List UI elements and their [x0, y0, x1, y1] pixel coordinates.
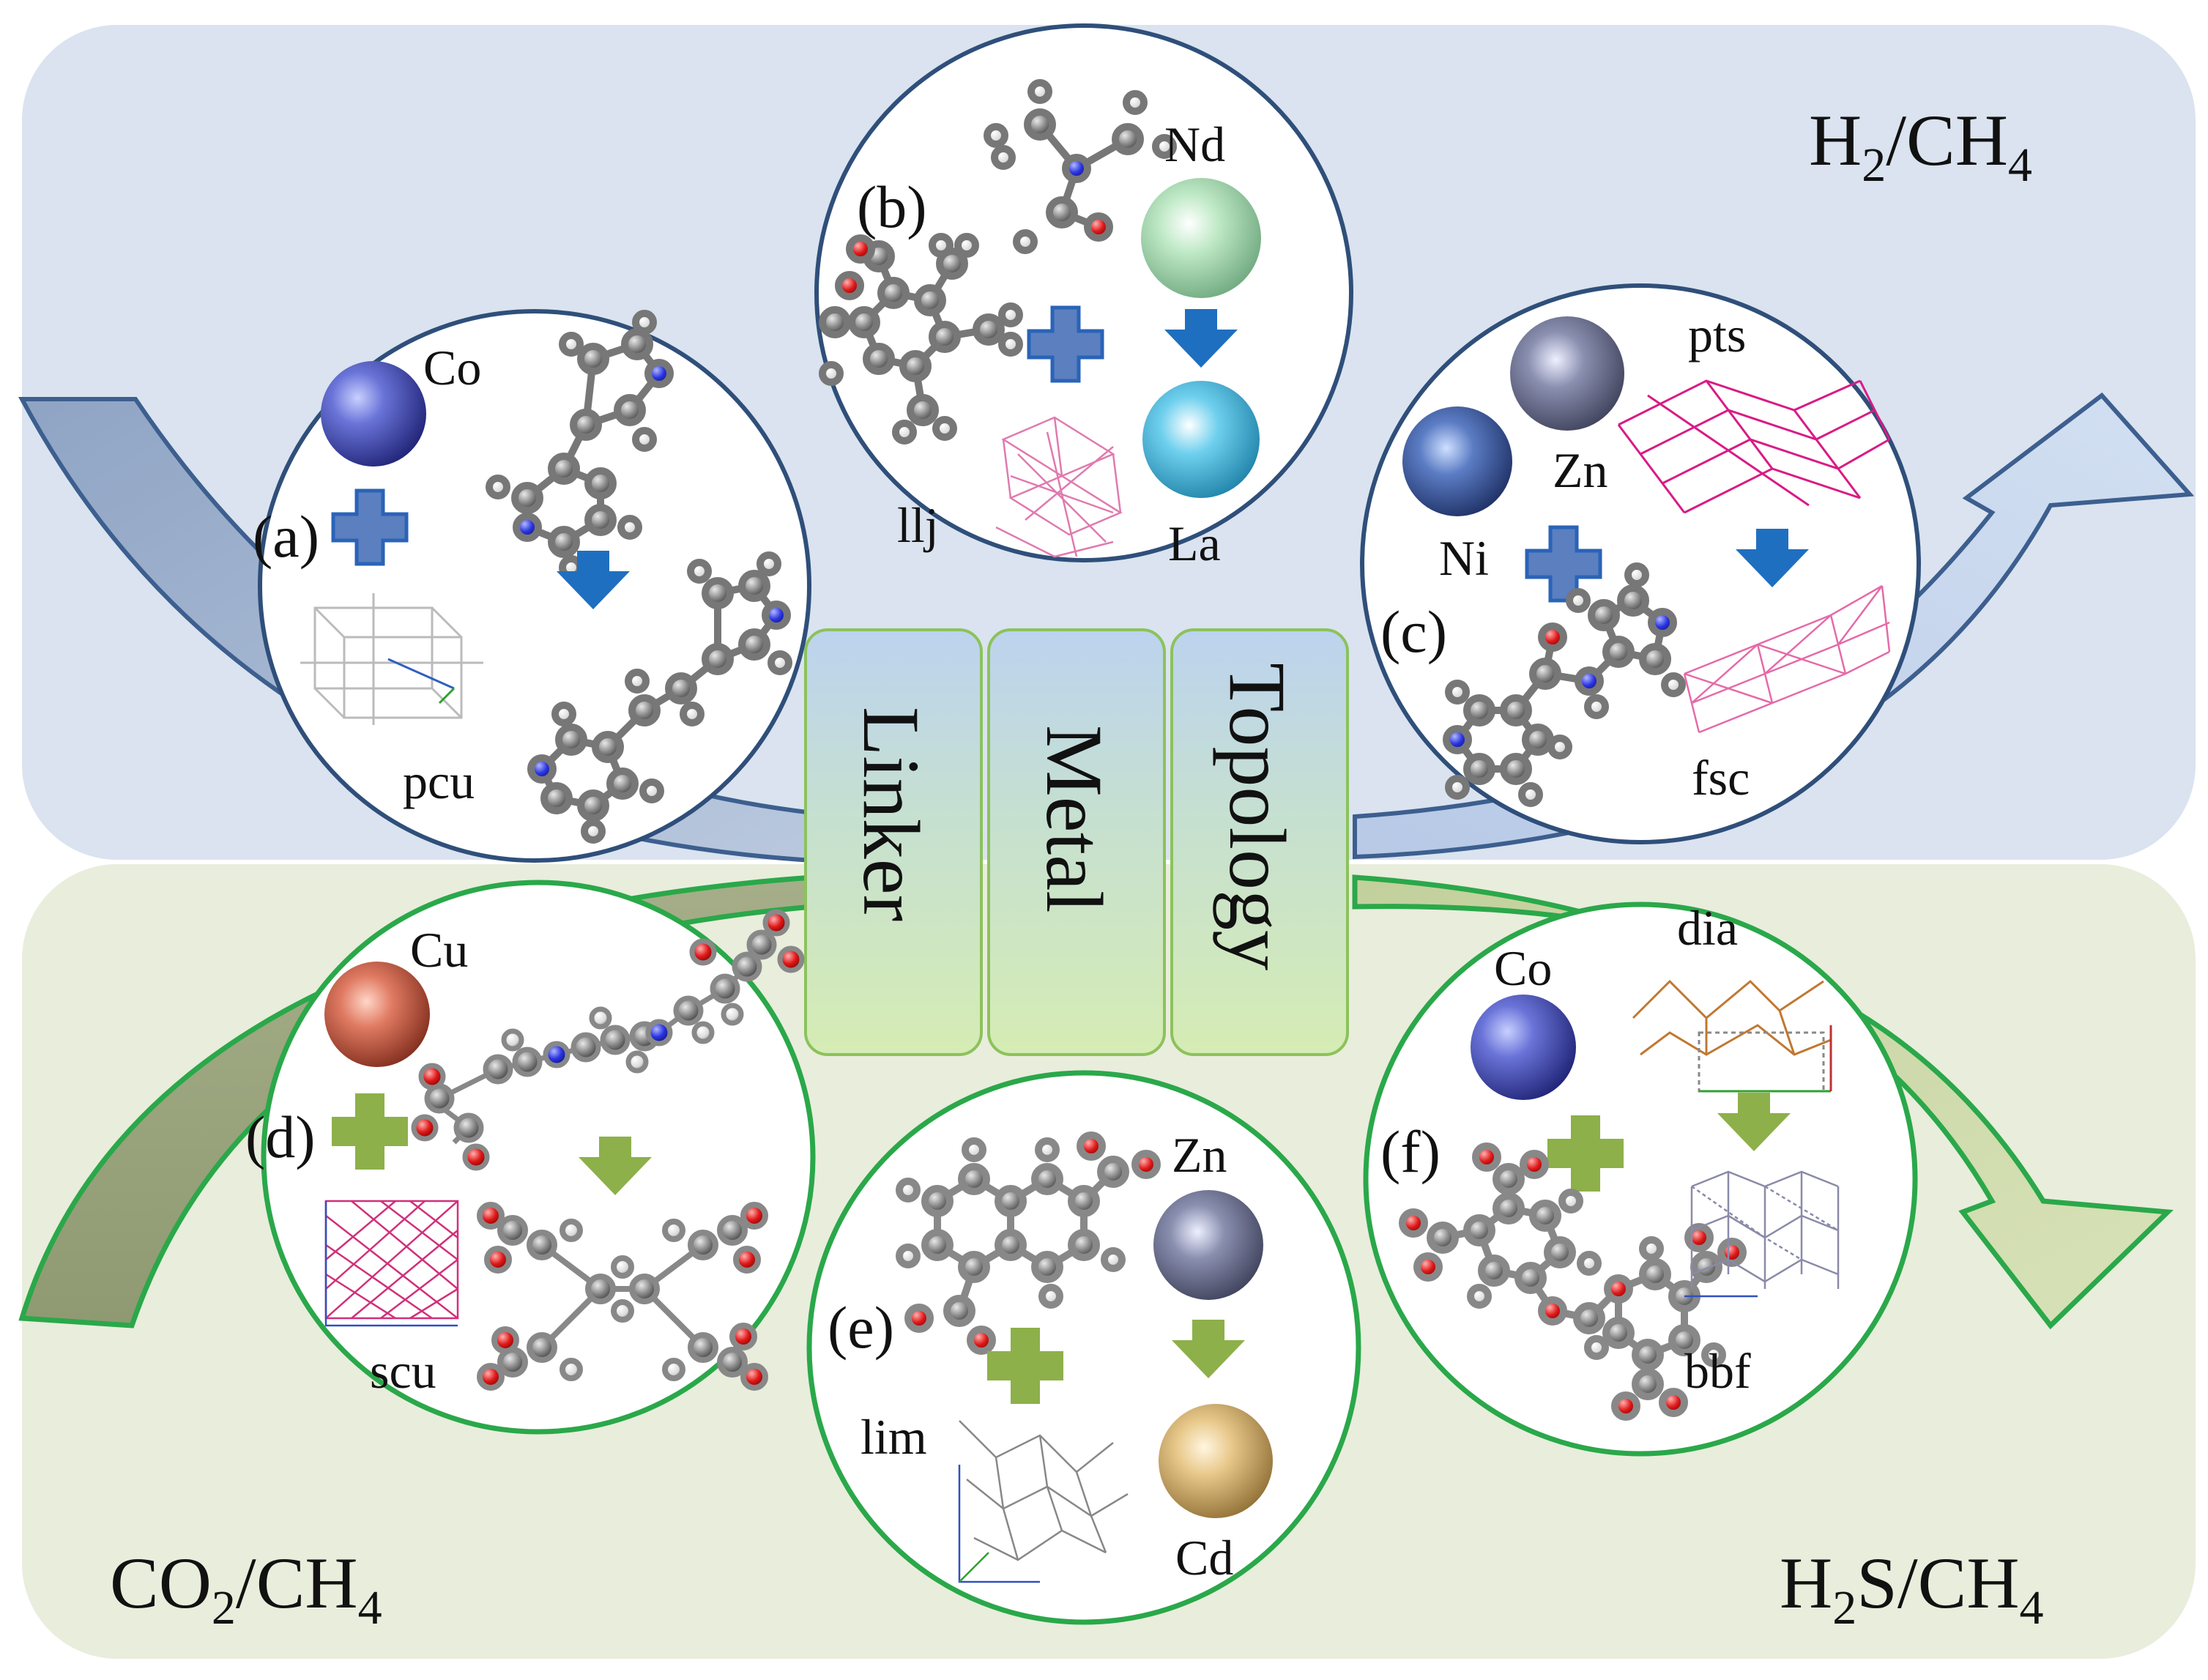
scu-net-icon: [324, 1200, 459, 1327]
panel-b-metal-1-label: Nd: [1164, 116, 1225, 172]
cadmium-atom-icon: [1159, 1404, 1273, 1518]
panel-e-metal-2-label: Cd: [1175, 1530, 1233, 1586]
panel-e-letter: (e): [828, 1294, 894, 1361]
copper-atom-icon: [324, 962, 430, 1067]
bis-isophthalate-linker-molecule-icon: [1402, 1146, 1743, 1417]
panel-f-topology-1-label: dia: [1677, 900, 1738, 956]
cobalt-atom-icon: [321, 361, 426, 467]
gas-label-h2s-ch4: H2S/CH4: [1780, 1542, 2044, 1635]
panel-c-letter: (c): [1380, 598, 1447, 665]
gas-label-h2-ch4: H2/CH4: [1809, 100, 2032, 192]
zinc-atom-icon: [1153, 1190, 1263, 1300]
panel-d: Cu (d): [245, 880, 816, 1435]
tetracarboxylate-node-molecule-icon: [480, 1205, 765, 1388]
center-label-linker: Linker: [847, 707, 936, 921]
bbf-net-icon: [1684, 1170, 1840, 1298]
panel-e-topology-label: lim: [860, 1409, 927, 1465]
zinc-atom-icon: [1510, 316, 1624, 431]
panel-c: pts Zn Ni (c): [1360, 283, 1921, 844]
panel-c-metal-1-label: Ni: [1439, 530, 1489, 586]
neodymium-atom-icon: [1141, 178, 1261, 298]
cobalt-atom-icon: [1471, 995, 1576, 1100]
lanthanum-atom-icon: [1142, 381, 1260, 498]
panel-e: Zn (e) Cd lim: [806, 1070, 1361, 1625]
bipyridine-molecule-icon: [489, 313, 670, 576]
center-label-metal: Metal: [1030, 725, 1119, 913]
panel-f-topology-2-label: bbf: [1684, 1343, 1751, 1399]
panel-b: (b) Nd La: [814, 23, 1353, 571]
panel-b-topology-label: llj: [897, 497, 939, 553]
pyridyl-isonicotinamide-molecule-icon: [1446, 566, 1682, 803]
panel-d-topology-label: scu: [370, 1343, 436, 1399]
panel-f-metal-label: Co: [1494, 940, 1552, 996]
panel-a-metal-label: Co: [423, 340, 481, 395]
panel-b-metal-2-label: La: [1168, 516, 1221, 571]
panel-c-topology-2-label: fsc: [1692, 750, 1750, 806]
center-box-metal: Metal: [987, 628, 1166, 1056]
gas-label-co2-ch4: CO2/CH4: [110, 1542, 382, 1635]
pts-net-icon: [1617, 379, 1891, 514]
panel-d-metal-label: Cu: [410, 922, 468, 978]
lim-net-icon: [958, 1420, 1129, 1583]
llj-net-icon: [995, 416, 1123, 558]
panel-e-metal-1-label: Zn: [1172, 1127, 1227, 1183]
pcu-net-icon: [300, 593, 483, 725]
panel-f-letter: (f): [1380, 1118, 1441, 1185]
center-box-linker: Linker: [804, 628, 983, 1056]
nickel-atom-icon: [1402, 406, 1512, 516]
panel-a: Co (a): [253, 309, 811, 863]
center-label-topology: Topology: [1213, 663, 1302, 970]
panel-a-letter: (a): [253, 503, 319, 570]
panel-b-letter: (b): [857, 174, 927, 240]
extended-tetracarboxylate-linker-icon: [414, 912, 802, 1168]
panel-c-metal-2-label: Zn: [1553, 442, 1608, 498]
panel-c-topology-1-label: pts: [1688, 307, 1746, 363]
panel-a-topology-label: pcu: [403, 754, 475, 809]
naphthalene-dicarboxylic-acid-molecule-icon: [899, 1135, 1157, 1351]
trimethylbenzoic-acid-molecule-icon: [822, 237, 1019, 441]
bipyridyl-ethylene-molecule-icon: [531, 555, 789, 840]
dmf-molecule-icon: [987, 83, 1173, 250]
panel-d-letter: (d): [245, 1104, 316, 1170]
panel-f: Co dia (f): [1363, 900, 1918, 1457]
fsc-net-icon: [1683, 584, 1891, 734]
center-box-topology: Topology: [1170, 628, 1349, 1056]
dia-net-icon: [1632, 979, 1832, 1093]
